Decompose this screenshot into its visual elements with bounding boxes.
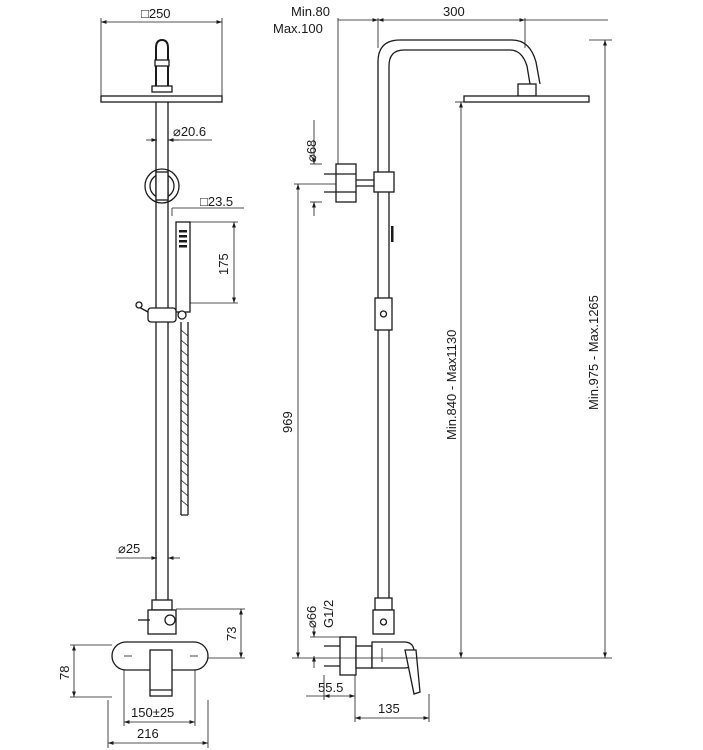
side-view: Min.80 Max.100 300 Min.975 - Max.1265 Mi… xyxy=(273,4,612,722)
mixer-height-label: 73 xyxy=(224,627,239,641)
wall-min-label: Min.80 xyxy=(291,4,330,19)
projection-2-label: 135 xyxy=(378,701,400,716)
bracket-diameter-label: ⌀68 xyxy=(304,140,319,162)
mixer-depth-label: 78 xyxy=(57,666,72,680)
front-view: □250 ⌀20.6 □23.5 175 xyxy=(57,6,245,748)
projection-1-label: 55.5 xyxy=(318,680,343,695)
inlet-thread-label: G1/2 xyxy=(321,600,336,628)
side-slider xyxy=(374,297,393,331)
side-head-plate xyxy=(463,95,590,103)
riser-diameter-label: ⌀25 xyxy=(118,541,140,556)
handshower-size-label: □23.5 xyxy=(200,194,233,209)
side-diverter xyxy=(372,609,395,635)
arm-reach-label: 300 xyxy=(443,4,465,19)
side-bracket-clamp xyxy=(373,171,395,193)
riser-height-label: 969 xyxy=(280,411,295,433)
mixer-width-label: 216 xyxy=(137,726,159,741)
head-size-label: □250 xyxy=(141,6,171,21)
centers-label: 150±25 xyxy=(131,705,174,720)
head-plate xyxy=(100,95,223,103)
wall-max-label: Max.100 xyxy=(273,21,323,36)
head-height-label: Min.840 - Max1130 xyxy=(444,330,459,440)
flange-diameter-label: ⌀66 xyxy=(304,606,319,628)
arm-diameter-label: ⌀20.6 xyxy=(173,124,206,139)
total-height-label: Min.975 - Max.1265 xyxy=(586,295,601,410)
handshower-length-label: 175 xyxy=(216,253,231,275)
